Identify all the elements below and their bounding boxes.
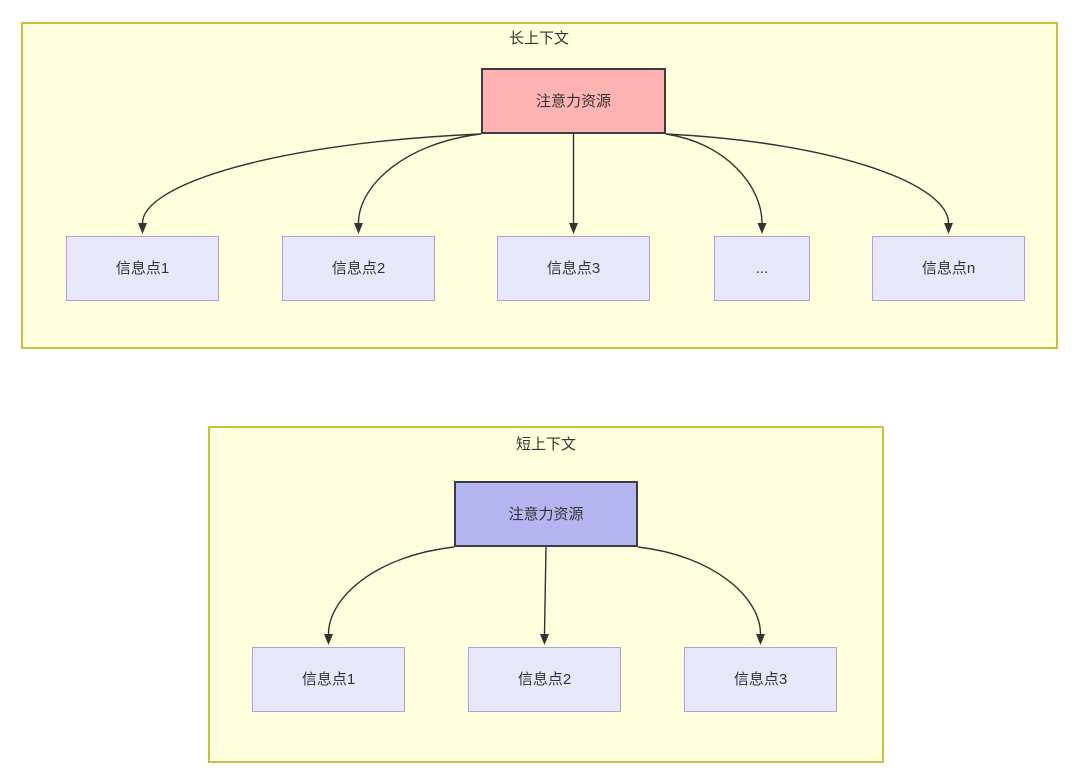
node-info-point-2-long[interactable]: 信息点2: [282, 236, 435, 301]
node-info-point-n-long[interactable]: 信息点n: [872, 236, 1025, 301]
node-info-point-1-long[interactable]: 信息点1: [66, 236, 219, 301]
panel-short-context: [208, 426, 884, 763]
node-attention-resource-long[interactable]: 注意力资源: [481, 68, 666, 134]
node-info-point-3-long[interactable]: 信息点3: [497, 236, 650, 301]
node-info-point-2-short[interactable]: 信息点2: [468, 647, 621, 712]
node-attention-resource-short[interactable]: 注意力资源: [454, 481, 638, 547]
node-info-point-3-short[interactable]: 信息点3: [684, 647, 837, 712]
panel-short-context-title: 短上下文: [515, 436, 576, 453]
node-info-point-ellipsis-long[interactable]: ...: [714, 236, 810, 301]
panel-long-context-title: 长上下文: [508, 30, 569, 47]
node-info-point-1-short[interactable]: 信息点1: [252, 647, 405, 712]
